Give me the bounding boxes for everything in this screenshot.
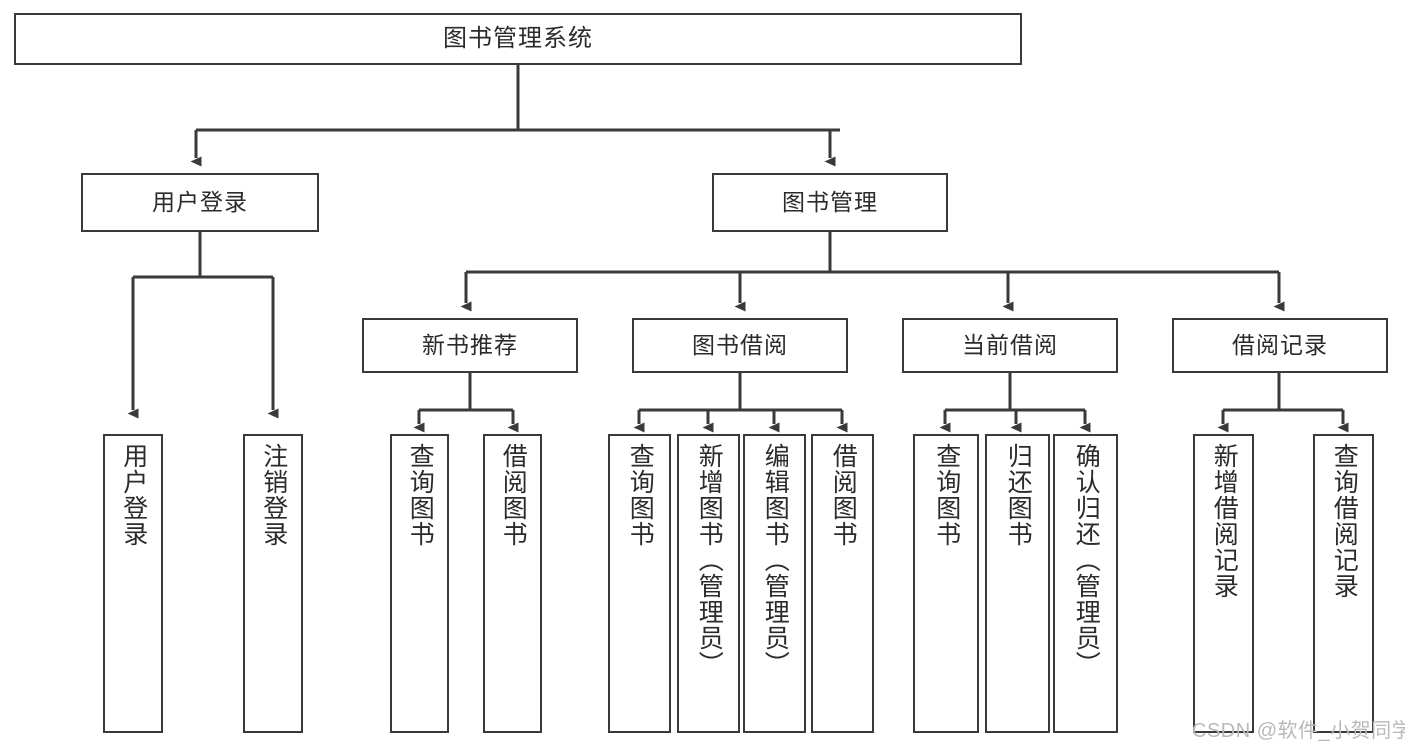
- node-label: 查询借阅记录: [1330, 443, 1359, 599]
- node-label: 用户登录: [119, 443, 148, 547]
- leaf-borrow-add-book-admin[interactable]: 新增图书（管理员）: [677, 434, 740, 733]
- node-label: 确认归还（管理员）: [1072, 443, 1101, 677]
- node-label: 查询图书: [626, 443, 655, 547]
- node-label: 查询图书: [406, 443, 435, 547]
- leaf-current-return-book[interactable]: 归还图书: [985, 434, 1050, 733]
- node-label: 新增借阅记录: [1210, 443, 1239, 599]
- node-label: 注销登录: [259, 443, 288, 547]
- node-book-borrow[interactable]: 图书借阅: [632, 318, 848, 373]
- leaf-recommend-query-book[interactable]: 查询图书: [390, 434, 449, 733]
- leaf-record-query-borrow-record[interactable]: 查询借阅记录: [1313, 434, 1374, 733]
- node-book-management[interactable]: 图书管理: [712, 173, 948, 232]
- node-label: 图书管理: [782, 188, 878, 215]
- node-label: 借阅记录: [1232, 331, 1328, 358]
- leaf-user-login-logout[interactable]: 注销登录: [243, 434, 303, 733]
- node-label: 图书借阅: [692, 331, 788, 358]
- node-label: 借阅图书: [829, 443, 858, 547]
- leaf-borrow-edit-book-admin[interactable]: 编辑图书（管理员）: [743, 434, 806, 733]
- leaf-record-add-borrow-record[interactable]: 新增借阅记录: [1193, 434, 1254, 733]
- node-current-borrow[interactable]: 当前借阅: [902, 318, 1118, 373]
- node-label: 归还图书: [1004, 443, 1033, 547]
- node-label: 图书管理系统: [443, 24, 593, 52]
- leaf-current-query-book[interactable]: 查询图书: [913, 434, 979, 733]
- node-label: 借阅图书: [499, 443, 528, 547]
- node-label: 当前借阅: [962, 331, 1058, 358]
- node-label: 新书推荐: [422, 331, 518, 358]
- node-label: 用户登录: [152, 188, 248, 215]
- leaf-user-login-login[interactable]: 用户登录: [103, 434, 163, 733]
- leaf-borrow-borrow-book[interactable]: 借阅图书: [811, 434, 874, 733]
- node-borrow-record[interactable]: 借阅记录: [1172, 318, 1388, 373]
- leaf-borrow-query-book[interactable]: 查询图书: [608, 434, 671, 733]
- node-label: 编辑图书（管理员）: [761, 443, 790, 677]
- node-label: 新增图书（管理员）: [695, 443, 724, 677]
- node-root-book-management-system[interactable]: 图书管理系统: [14, 13, 1022, 65]
- leaf-current-confirm-return-admin[interactable]: 确认归还（管理员）: [1053, 434, 1118, 733]
- node-user-login[interactable]: 用户登录: [81, 173, 319, 232]
- leaf-recommend-borrow-book[interactable]: 借阅图书: [483, 434, 542, 733]
- node-new-book-recommend[interactable]: 新书推荐: [362, 318, 578, 373]
- node-label: 查询图书: [932, 443, 961, 547]
- csdn-watermark: CSDN @软件_小贺同学: [1192, 720, 1405, 742]
